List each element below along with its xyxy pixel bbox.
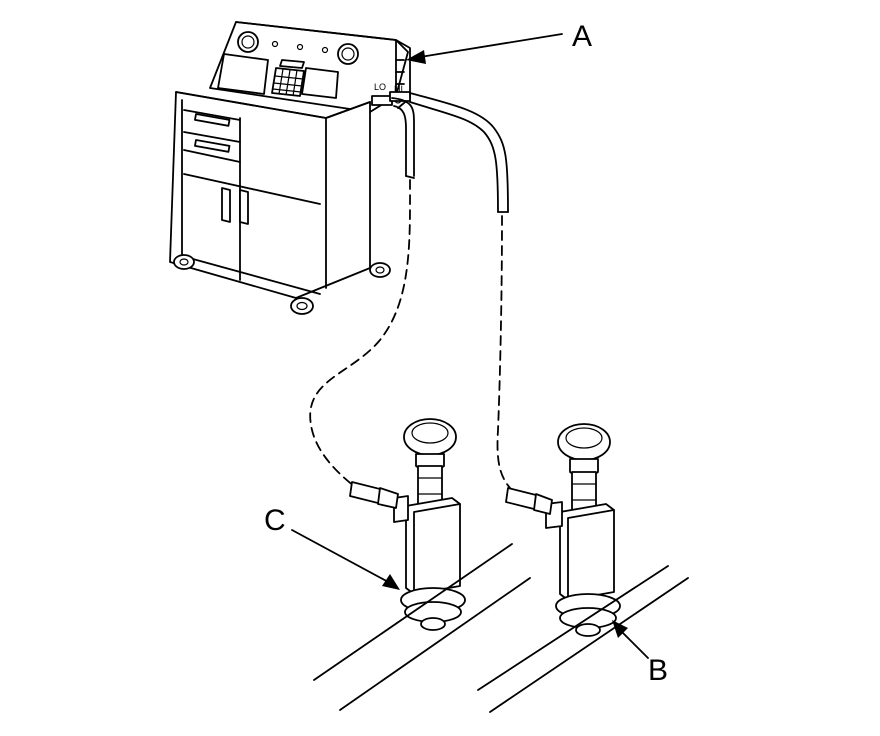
callouts (291, 33, 649, 659)
hose-fitting-right (389, 91, 411, 102)
label-b: B (648, 654, 668, 687)
wheel-front-right (290, 297, 314, 315)
wheel-front-left (173, 254, 195, 270)
arrowhead-a-icon (406, 50, 426, 64)
label-a: A (572, 20, 592, 53)
hose-connection-dashed-c (309, 179, 411, 487)
arrowhead-c-icon (382, 574, 400, 590)
display-screen (217, 53, 269, 95)
leader-line-a (413, 33, 563, 59)
jack-b (505, 423, 621, 637)
keypad (271, 67, 305, 97)
floor-rails (313, 543, 689, 713)
hose-fitting-left (371, 95, 393, 106)
cabinet-body (169, 91, 371, 299)
svg-text:HI: HI (394, 84, 403, 94)
display-screen-small (301, 67, 339, 99)
leader-line-c (291, 529, 393, 585)
hose-connection-dashed-b (496, 215, 511, 489)
wheel-rear (369, 262, 391, 278)
arrowhead-b-icon (612, 620, 628, 638)
gauge-right-icon (337, 43, 359, 65)
hoses (309, 91, 511, 489)
tester-cabinet: LO HI (169, 21, 411, 315)
label-c: C (264, 504, 286, 537)
jack-c (349, 418, 466, 631)
svg-text:LO: LO (374, 82, 386, 92)
gauge-left-icon (237, 31, 259, 53)
